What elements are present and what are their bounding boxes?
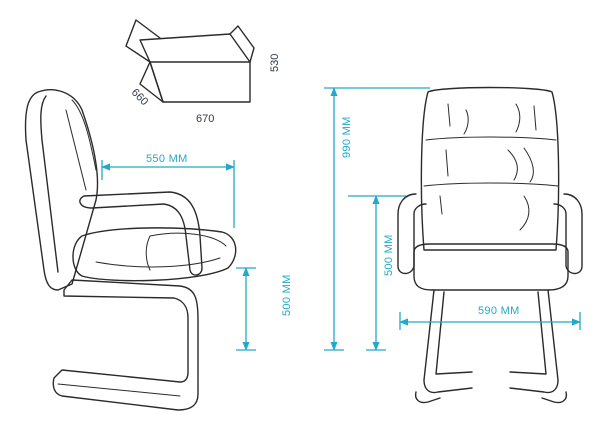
box-length-label: 670 [196, 113, 214, 125]
side-depth-dimension: 550 MM [101, 153, 235, 228]
front-height-dimension: 990 MM [324, 87, 430, 351]
front-seat-height-label: 500 MM [383, 234, 395, 276]
side-depth-label: 550 MM [146, 153, 188, 165]
chair-front-view [397, 86, 583, 404]
chair-side-view [24, 89, 237, 411]
front-width-label: 590 MM [478, 305, 520, 317]
front-seat-height-dimension: 500 MM [348, 195, 406, 351]
shipping-box-icon: 670 660 530 [125, 19, 281, 125]
box-height-label: 530 [269, 54, 281, 72]
side-seat-height-label: 500 MM [281, 274, 293, 316]
side-seat-height-dimension: 500 MM [236, 267, 293, 351]
front-height-label: 990 MM [341, 116, 353, 158]
front-width-dimension: 590 MM [399, 305, 581, 330]
